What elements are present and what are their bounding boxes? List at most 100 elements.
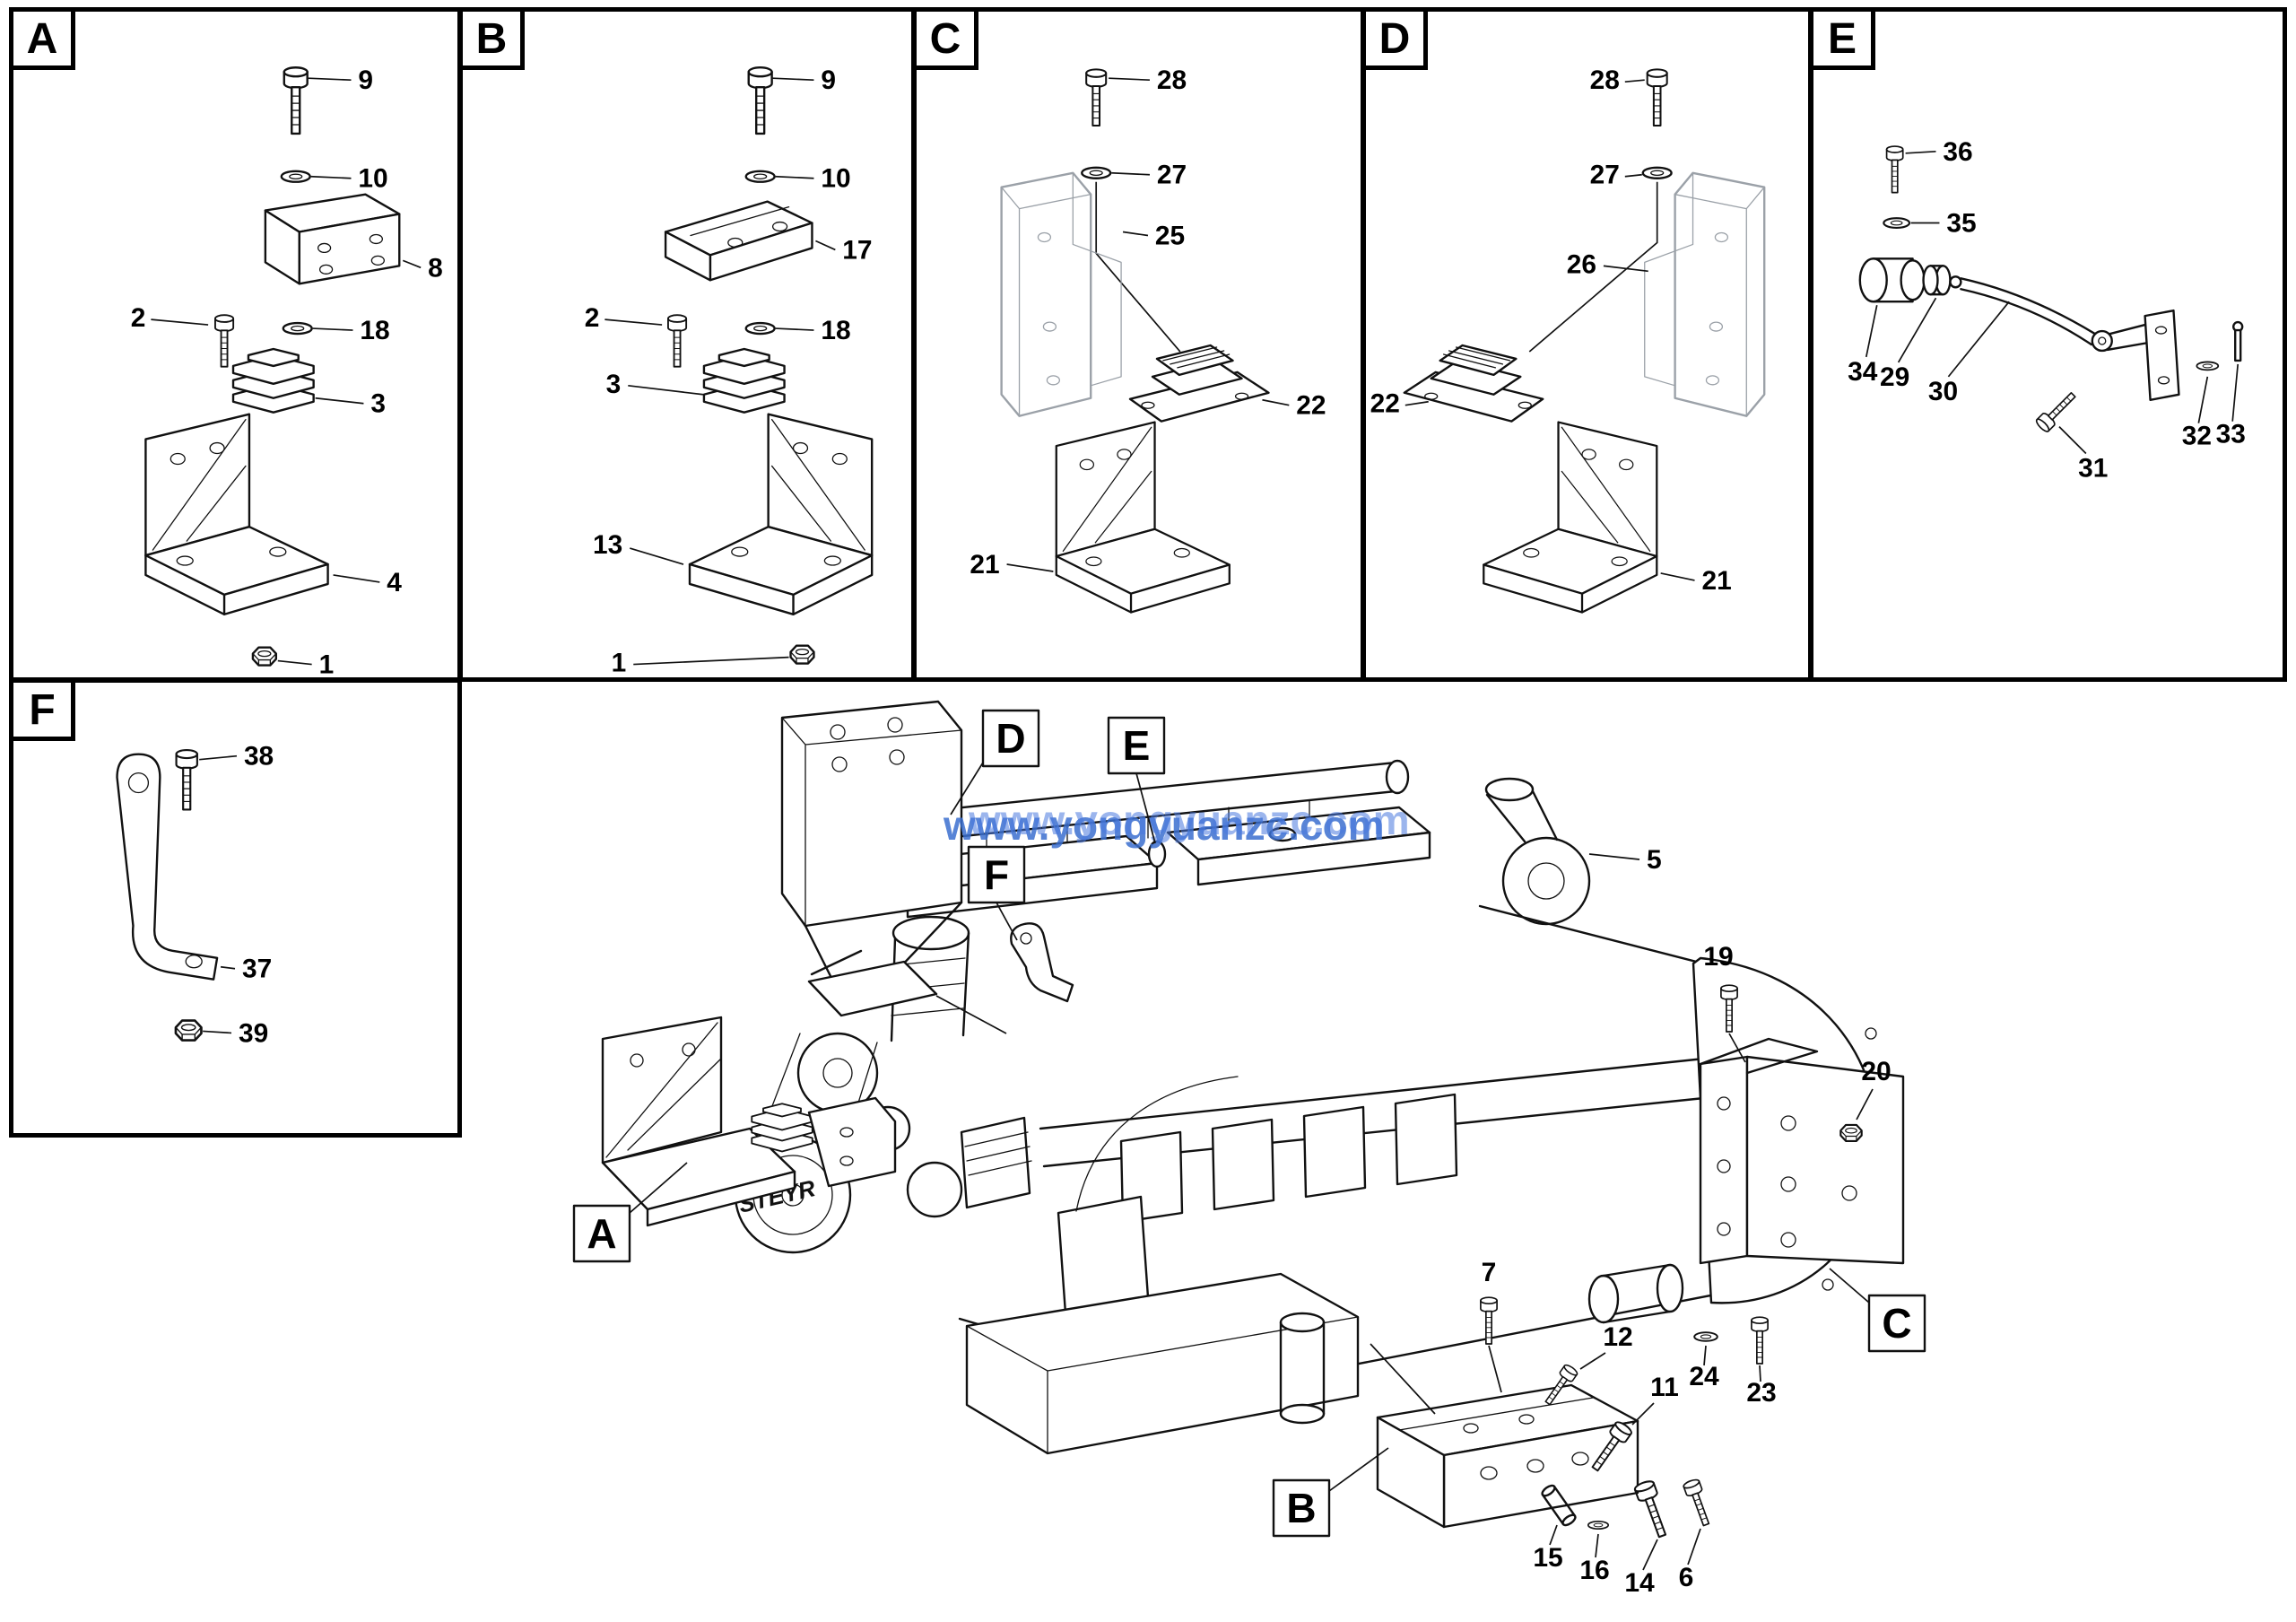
svg-text:36: 36 <box>1943 137 1972 167</box>
part-bracket-21: 21 <box>1483 421 1732 614</box>
svg-text:26: 26 <box>1567 249 1596 279</box>
svg-text:28: 28 <box>1157 65 1187 95</box>
svg-text:1: 1 <box>612 649 627 677</box>
panel-d-letter: D <box>1366 12 1428 70</box>
part-strap-37: 37 <box>116 753 272 984</box>
svg-text:14: 14 <box>1624 1568 1655 1598</box>
svg-text:34: 34 <box>1848 357 1878 387</box>
part-label-7: 7 <box>1480 1258 1502 1393</box>
svg-text:10: 10 <box>821 164 850 194</box>
part-label-18: 18 <box>360 316 389 345</box>
part-bolt-28: 28 <box>1590 65 1668 127</box>
part-washer-10: 10 <box>280 164 388 194</box>
svg-text:35: 35 <box>1946 208 1976 238</box>
svg-text:2: 2 <box>585 303 600 333</box>
part-bolt-2: 2 <box>585 303 688 368</box>
bracket-a-drawing <box>601 1016 897 1227</box>
part-label-9: 9 <box>358 65 373 95</box>
part-cushion-mount-22: 22 <box>1128 344 1326 423</box>
svg-text:E: E <box>1123 722 1151 769</box>
part-label-20: 20 <box>1839 1057 1892 1142</box>
watermark-text-echo: www.yongyuanzc.com <box>968 797 1410 843</box>
part-label-10: 10 <box>358 164 387 194</box>
panel-a: A 9 10 8 <box>9 7 462 682</box>
part-nut-1: 1 <box>612 644 815 677</box>
part-bolt-36: 36 <box>1885 137 1973 194</box>
part-label-15: 15 <box>1533 1482 1578 1573</box>
part-bolt-9: 9 <box>747 65 836 135</box>
svg-text:30: 30 <box>1928 377 1958 406</box>
svg-text:29: 29 <box>1880 362 1909 392</box>
part-bolt-2: 2 <box>131 303 235 368</box>
part-washer-27: 27 <box>1590 161 1673 190</box>
panel-f-drawing: 38 37 39 <box>116 742 274 1048</box>
svg-text:38: 38 <box>244 742 274 772</box>
svg-text:7: 7 <box>1482 1258 1497 1287</box>
callout-a: A <box>572 1162 688 1263</box>
part-bolt-38: 38 <box>175 742 274 811</box>
svg-text:18: 18 <box>821 316 850 345</box>
panel-a-letter: A <box>13 12 75 70</box>
part-washer-27: 27 <box>1081 161 1187 190</box>
svg-text:27: 27 <box>1157 161 1187 190</box>
callout-f: F <box>967 845 1026 941</box>
svg-text:37: 37 <box>242 955 272 984</box>
part-label-8: 8 <box>428 253 443 283</box>
panel-c-drawing: 28 27 25 22 21 <box>970 65 1326 614</box>
watermark: www.yongyuanzc.com www.yongyuanzc.com <box>943 797 1410 849</box>
part-washer-32: 32 <box>2182 361 2220 451</box>
panel-d-drawing: 28 27 26 22 21 <box>1370 65 1766 614</box>
svg-text:25: 25 <box>1155 221 1185 250</box>
part-bolt-9: 9 <box>283 65 373 135</box>
svg-text:9: 9 <box>821 65 836 95</box>
part-cushion-3: 3 <box>231 347 386 419</box>
svg-text:13: 13 <box>593 530 622 560</box>
part-label-2: 2 <box>131 303 146 333</box>
bracket-b-drawing <box>1370 1343 1639 1529</box>
part-label-1: 1 <box>319 650 335 677</box>
callout-b: B <box>1272 1447 1389 1538</box>
svg-text:6: 6 <box>1679 1563 1694 1592</box>
part-label-24: 24 <box>1689 1331 1719 1391</box>
svg-text:17: 17 <box>842 235 872 265</box>
svg-text:11: 11 <box>1650 1373 1679 1402</box>
part-label-4: 4 <box>387 568 402 597</box>
part-label-23: 23 <box>1746 1316 1777 1408</box>
part-rod-30: 30 <box>1928 275 2180 406</box>
svg-text:24: 24 <box>1689 1362 1719 1391</box>
svg-text:F: F <box>984 851 1009 898</box>
panel-b-letter: B <box>463 12 525 70</box>
part-cushion-3: 3 <box>606 347 786 414</box>
part-washer-10: 10 <box>744 164 851 194</box>
part-washer-18: 18 <box>282 316 390 345</box>
part-ghost-bracket-26: 26 <box>1567 171 1766 417</box>
svg-text:28: 28 <box>1590 65 1620 95</box>
part-pin-33: 33 <box>2216 320 2246 449</box>
svg-text:22: 22 <box>1296 391 1326 421</box>
part-label-11: 11 <box>1586 1373 1679 1476</box>
panel-f-letter: F <box>13 683 75 741</box>
svg-text:16: 16 <box>1579 1556 1609 1585</box>
svg-text:33: 33 <box>2216 420 2246 449</box>
part-nut-39: 39 <box>174 1018 268 1048</box>
part-washer-35: 35 <box>1883 208 1977 238</box>
assembly-axis-line <box>1528 181 1658 353</box>
panel-a-drawing: 9 10 8 2 <box>131 65 443 677</box>
panel-b: B 9 10 17 <box>458 7 916 682</box>
bracket-d-drawing <box>780 700 1007 1034</box>
part-ghost-bracket-25: 25 <box>1000 171 1185 417</box>
panel-e: E 36 35 34 <box>1809 7 2287 682</box>
part-label-16: 16 <box>1579 1520 1610 1585</box>
svg-text:3: 3 <box>606 370 622 399</box>
svg-text:C: C <box>1882 1300 1911 1347</box>
part-label-12: 12 <box>1540 1322 1633 1408</box>
svg-text:21: 21 <box>1701 566 1731 596</box>
svg-text:19: 19 <box>1703 942 1733 972</box>
part-bracket-13: 13 <box>593 413 874 615</box>
svg-text:B: B <box>1286 1485 1316 1531</box>
part-plate-8: 8 <box>264 193 443 285</box>
svg-text:15: 15 <box>1533 1543 1562 1573</box>
part-cushion-mount-22: 22 <box>1370 344 1544 423</box>
svg-text:39: 39 <box>239 1018 268 1048</box>
